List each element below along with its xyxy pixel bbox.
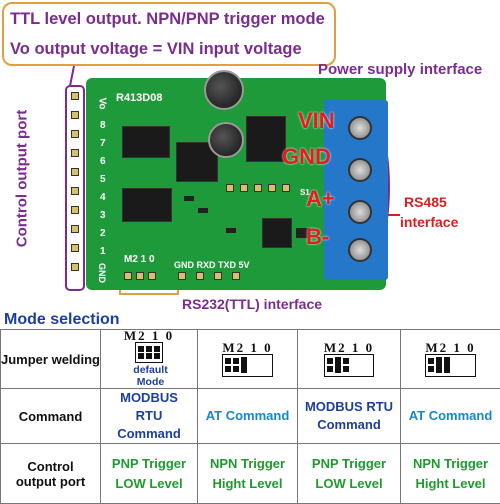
silk-ch-5: 5 bbox=[100, 174, 106, 185]
mode-jumper-pad bbox=[148, 272, 156, 280]
output-pin bbox=[71, 92, 79, 100]
jumper-label: M2 1 0 bbox=[324, 342, 374, 354]
terminal-screw-b bbox=[348, 238, 372, 262]
jumper-label: M2 1 0 bbox=[124, 330, 174, 342]
control-trigger: PNP Trigger bbox=[298, 454, 400, 474]
jumper-label: M2 1 0 bbox=[425, 342, 475, 354]
control-trigger: NPN Trigger bbox=[198, 454, 297, 474]
terminal-screw-a bbox=[348, 200, 372, 224]
rs232-pin-5v bbox=[232, 272, 240, 280]
control-level: Hight Level bbox=[198, 474, 297, 494]
silk-gnd-label: GND bbox=[97, 263, 107, 283]
silk-ch-1: 1 bbox=[100, 246, 106, 257]
control-level: LOW Level bbox=[298, 474, 400, 494]
power-supply-label: Power supply interface bbox=[318, 61, 482, 78]
jumper-cell-1: M2 1 0 default Mode bbox=[101, 330, 198, 389]
silk-ch-8: 8 bbox=[100, 120, 106, 131]
command-cell-4: AT Command bbox=[401, 389, 500, 444]
jumper-cell-2: M2 1 0 bbox=[198, 330, 298, 389]
terminal-screw-vin bbox=[348, 116, 372, 140]
silk-ch-4: 4 bbox=[100, 192, 106, 203]
header-pin bbox=[282, 184, 290, 192]
jumper-label: M2 1 0 bbox=[222, 342, 272, 354]
output-pin-header bbox=[70, 92, 80, 286]
jumper-diagram-2: M2 1 0 bbox=[222, 342, 272, 377]
capacitor-1 bbox=[204, 70, 244, 110]
output-pin bbox=[71, 111, 79, 119]
control-level: Hight Level bbox=[401, 474, 500, 494]
control-trigger: NPN Trigger bbox=[401, 454, 500, 474]
jumper-diagram-4: M2 1 0 bbox=[425, 342, 475, 377]
control-output-port-label: Control output port bbox=[14, 109, 31, 249]
header-pin bbox=[226, 184, 234, 192]
terminal-screw-gnd bbox=[348, 158, 372, 182]
terminal-a-label: A+ bbox=[306, 186, 335, 212]
output-pin bbox=[71, 263, 79, 271]
mode-selection-table: Jumper welding M2 1 0 default Mode M2 1 … bbox=[0, 329, 500, 504]
row-head-control: Control output port bbox=[1, 444, 101, 504]
header-pin bbox=[254, 184, 262, 192]
rs232-label: RS232(TTL) interface bbox=[182, 296, 322, 312]
silk-ch-6: 6 bbox=[100, 156, 106, 167]
silk-ch-3: 3 bbox=[100, 210, 106, 221]
ic-chip-3 bbox=[122, 188, 172, 222]
jumper-diagram-1: M2 1 0 bbox=[124, 330, 174, 364]
command-cell-1: MODBUS RTU Command bbox=[101, 389, 198, 444]
silk-mode-label: M2 1 0 bbox=[124, 254, 155, 265]
command-cell-3: MODBUS RTU Command bbox=[298, 389, 401, 444]
jumper-cell-3: M2 1 0 bbox=[298, 330, 401, 389]
jumper-cell-4: M2 1 0 bbox=[401, 330, 500, 389]
control-level: LOW Level bbox=[101, 474, 197, 494]
output-pin bbox=[71, 187, 79, 195]
output-pin bbox=[71, 244, 79, 252]
terminal-vin-label: VIN bbox=[298, 108, 335, 134]
output-pin bbox=[71, 206, 79, 214]
mode-selection-title: Mode selection bbox=[4, 311, 120, 329]
ic-chip-1 bbox=[122, 126, 170, 158]
default-mode-label: default Mode bbox=[129, 364, 173, 388]
silk-vo-label: Vo bbox=[97, 97, 108, 109]
smd-component bbox=[184, 196, 194, 201]
rs232-pin-txd bbox=[214, 272, 222, 280]
jumper-row: Jumper welding M2 1 0 default Mode M2 1 … bbox=[1, 330, 500, 389]
rs485-label: RS485 bbox=[404, 194, 447, 210]
output-pin bbox=[71, 130, 79, 138]
command-row: Command MODBUS RTU Command AT Command MO… bbox=[1, 389, 500, 444]
mode-jumper-pad bbox=[124, 272, 132, 280]
row-head-command: Command bbox=[1, 389, 101, 444]
terminal-gnd-label: GND bbox=[282, 144, 331, 170]
output-pin bbox=[71, 149, 79, 157]
mode-jumper-pad bbox=[136, 272, 144, 280]
smd-component bbox=[198, 208, 208, 213]
silk-ch-2: 2 bbox=[100, 228, 106, 239]
output-pin bbox=[71, 168, 79, 176]
terminal-b-label: B- bbox=[306, 224, 329, 250]
voltage-regulator bbox=[246, 116, 286, 162]
output-pin bbox=[71, 225, 79, 233]
board-model-label: R413D08 bbox=[116, 92, 162, 104]
header-pin bbox=[268, 184, 276, 192]
rs232-pin-rxd bbox=[196, 272, 204, 280]
row-head-jumper: Jumper welding bbox=[1, 330, 101, 389]
jumper-diagram-3: M2 1 0 bbox=[324, 342, 374, 377]
capacitor-2 bbox=[208, 122, 244, 158]
smd-component bbox=[226, 228, 236, 233]
command-cell-2: AT Command bbox=[198, 389, 298, 444]
ic-chip-4 bbox=[262, 218, 292, 248]
silk-ch-7: 7 bbox=[100, 138, 106, 149]
control-trigger: PNP Trigger bbox=[101, 454, 197, 474]
rs232-pin-gnd bbox=[178, 272, 186, 280]
rs485-interface-label: interface bbox=[400, 214, 458, 230]
header-pin bbox=[240, 184, 248, 192]
silk-header-label: GND RXD TXD 5V bbox=[174, 260, 250, 270]
